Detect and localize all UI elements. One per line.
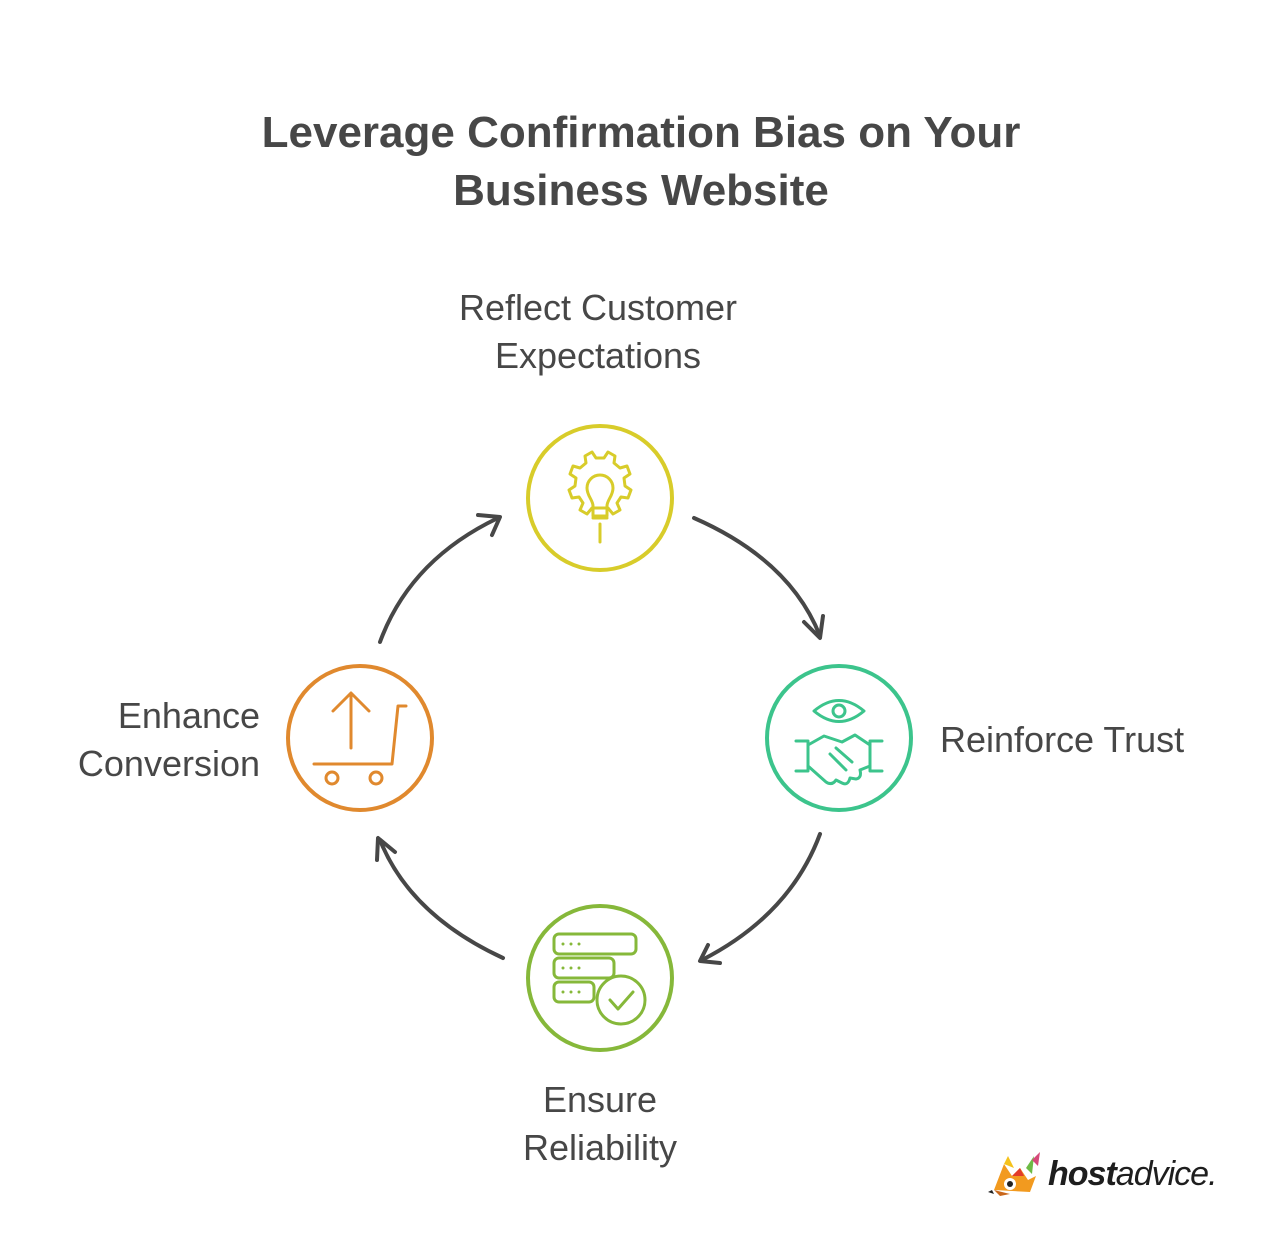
cart-upload-icon [312,691,408,786]
step-circle-reliability [526,904,674,1052]
arrowhead-reflect [476,513,502,537]
step-circle-reflect [526,424,674,572]
eye-handshake-icon [794,699,884,786]
cycle-arrowheads [375,513,825,965]
step-label-reflect: Reflect Customer Expectations [458,287,738,376]
server-check-icon [552,932,647,1026]
arrow-reflect-to-trust [692,516,822,638]
title-line-2: Business Website [453,166,829,215]
arrowhead-trust [802,614,825,640]
cycle-arrows [378,516,822,962]
arrow-reliability-to-conversion [378,838,505,960]
step-label-reliability: Ensure Reliability [522,1079,678,1168]
title-line-1: Leverage Confirmation Bias on Your [261,108,1021,157]
step-circle-trust [765,664,913,812]
step-label-trust: Reinforce Trust [940,719,1185,760]
hostadvice-logo: hostadvice. [986,1144,1226,1204]
gear-lightbulb-icon [567,450,633,544]
arrowhead-reliability [698,943,722,965]
arrow-trust-to-reliability [700,832,822,962]
step-node-reflect [526,424,674,572]
arrow-conversion-to-reflect [378,516,500,644]
arrowhead-conversion [375,836,397,862]
step-node-conversion [286,664,434,812]
step-circle-conversion [286,664,434,812]
step-node-trust [765,664,913,812]
step-label-conversion: Enhance Conversion [77,695,260,784]
diagram-title: Leverage Confirmation Bias on Your Busin… [136,104,1146,220]
logo-wordmark: hostadvice. [1048,1155,1218,1193]
fox-mascot-icon [988,1152,1040,1196]
step-node-reliability [526,904,674,1052]
